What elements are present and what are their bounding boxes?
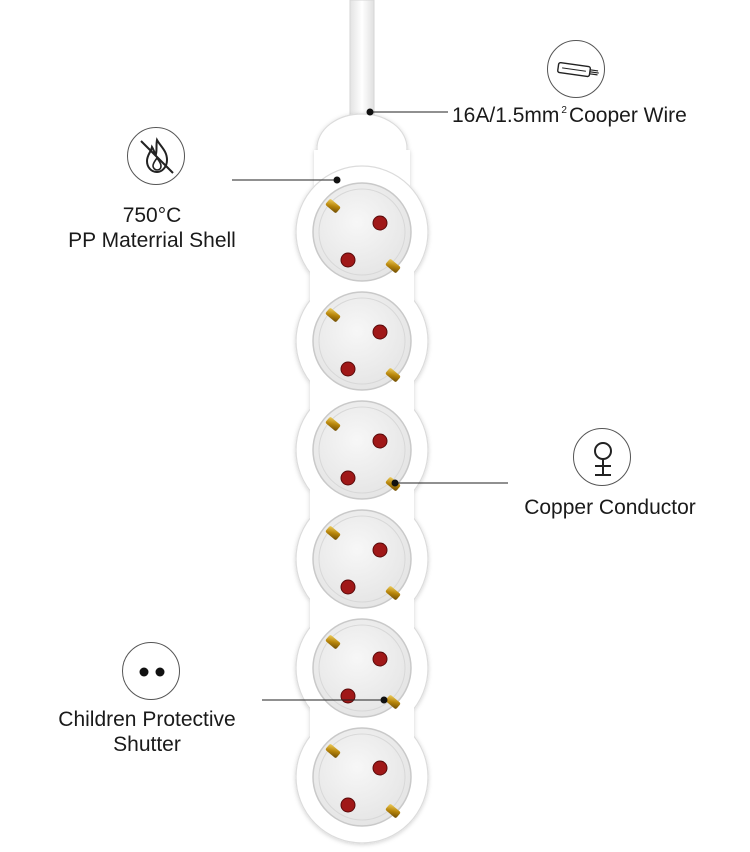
outlet[interactable] [312, 727, 412, 827]
outlet[interactable] [312, 400, 412, 500]
earth-clip [325, 417, 341, 431]
copper-symbol-icon [573, 428, 631, 486]
two-dots-icon [122, 642, 180, 700]
wire-icon [547, 40, 605, 98]
outlet[interactable] [312, 618, 412, 718]
earth-clip [325, 635, 341, 649]
earth-clip [385, 695, 401, 709]
shutter-label-line1: Children Protective [58, 708, 236, 731]
outlet-rim [318, 624, 406, 712]
pin-hole [340, 688, 356, 704]
wire-label-superscript: 2 [561, 105, 567, 116]
earth-clip [385, 586, 401, 600]
earth-clip [325, 308, 341, 322]
outlet[interactable] [312, 291, 412, 391]
shell-label-line2: PP Materrial Shell [68, 229, 236, 252]
shutter-label-line2: Shutter [113, 733, 181, 756]
outlet-rim [318, 515, 406, 603]
pin-hole [372, 433, 388, 449]
pin-hole [340, 361, 356, 377]
wire-label-tail: Cooper Wire [568, 104, 687, 127]
pin-hole [372, 651, 388, 667]
pin-hole [340, 252, 356, 268]
outlet-rim [318, 733, 406, 821]
outlet-rim [318, 188, 406, 276]
conductor-label: Copper Conductor [524, 496, 696, 519]
outlet-rim [318, 406, 406, 494]
pin-hole [372, 215, 388, 231]
earth-clip [385, 259, 401, 273]
earth-clip [325, 526, 341, 540]
earth-clip [385, 368, 401, 382]
pin-hole [372, 760, 388, 776]
shell-label-line1: 750°C [122, 204, 182, 227]
wire-label-main: 16A/1.5mm [452, 104, 560, 127]
outlet[interactable] [312, 182, 412, 282]
pin-hole [340, 797, 356, 813]
earth-clip [325, 744, 341, 758]
no-fire-icon [127, 127, 185, 185]
earth-clip [385, 804, 401, 818]
pin-hole [372, 542, 388, 558]
outlet[interactable] [312, 509, 412, 609]
pin-hole [340, 470, 356, 486]
power-cord [349, 0, 375, 126]
pin-hole [340, 579, 356, 595]
pin-hole [372, 324, 388, 340]
earth-clip [325, 199, 341, 213]
outlet-rim [318, 297, 406, 385]
